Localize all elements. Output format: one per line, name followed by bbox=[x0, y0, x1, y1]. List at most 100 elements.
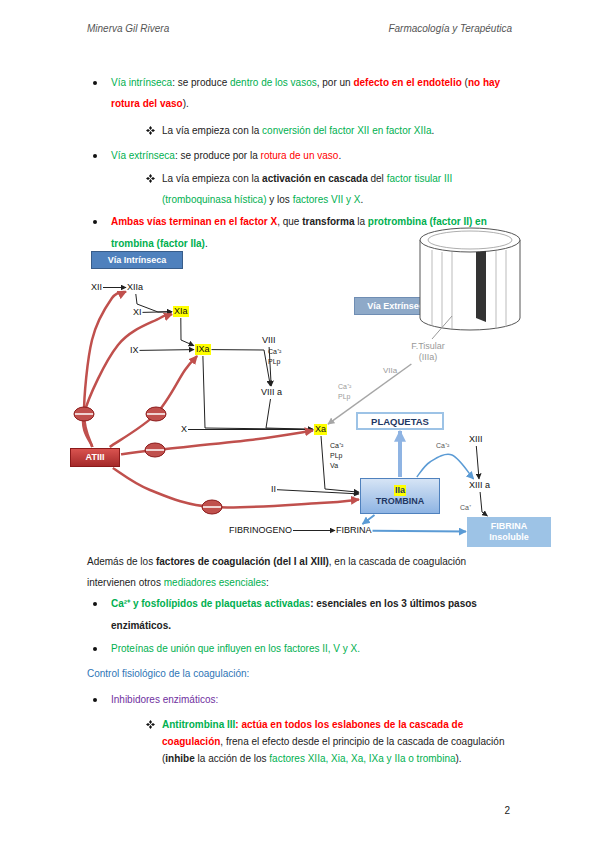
node-text: XIII bbox=[469, 434, 483, 445]
text-run: la bbox=[357, 216, 365, 227]
inhibitor-box: ATIII bbox=[70, 448, 120, 467]
text-run: Ca²⁺ y fosfolípidos de plaquetas activad… bbox=[111, 598, 310, 609]
active-factor: IXa bbox=[195, 344, 211, 355]
factor-label: XIIa bbox=[127, 282, 143, 293]
node-text: F.Tisular (IIIa) bbox=[406, 341, 450, 363]
text-run: la acción de los bbox=[198, 753, 267, 764]
text-run: factores XIIa, Xia, Xa, IXa y IIa o trom… bbox=[269, 753, 455, 764]
connector bbox=[363, 515, 375, 524]
text-paragraph: Vía extrínseca: se produce por larotura … bbox=[111, 145, 516, 166]
factor-label: XIII bbox=[469, 434, 483, 445]
inhibition-symbol bbox=[74, 407, 94, 421]
connector bbox=[398, 431, 402, 477]
text-run: dentro de los vasos bbox=[230, 77, 317, 88]
text-run: : se produce bbox=[172, 77, 227, 88]
text-run: Va bbox=[330, 462, 338, 469]
bullet-diamond bbox=[146, 126, 155, 135]
connector bbox=[181, 318, 194, 346]
bullet-diamond bbox=[146, 720, 155, 729]
connector bbox=[140, 349, 195, 351]
edge-label: Ca⁺² bbox=[436, 441, 449, 450]
text-paragraph: Vía intrínseca: se producedentro de los … bbox=[111, 72, 516, 114]
text-paragraph: Ca⁺² bbox=[330, 441, 360, 451]
text-run: , que bbox=[277, 216, 299, 227]
text-run: Vía extrínseca bbox=[111, 150, 175, 161]
vessel-wall bbox=[420, 240, 520, 330]
text-paragraph: PLp bbox=[330, 451, 360, 461]
text-run: ( bbox=[465, 77, 468, 88]
text-run: PLp bbox=[338, 393, 350, 400]
inhibition-bar bbox=[147, 413, 165, 415]
text-paragraph: Antitrombina III: actúa en todos los esl… bbox=[162, 716, 514, 767]
text-run: . bbox=[432, 125, 435, 136]
text-run: ). bbox=[456, 753, 462, 764]
node-text: ATIII bbox=[86, 452, 105, 463]
text-run: PLp bbox=[330, 452, 342, 459]
text-run: . bbox=[338, 150, 341, 161]
node-text: FIBRINA bbox=[336, 525, 372, 536]
text-paragraph: PLp bbox=[338, 392, 368, 402]
inhibition-bar bbox=[75, 413, 93, 415]
inhibition-symbol bbox=[202, 500, 222, 514]
connector bbox=[480, 492, 487, 516]
text-run: VIIa bbox=[383, 366, 397, 375]
text-run: Vía intrínseca bbox=[111, 77, 172, 88]
factor-label: XIII a bbox=[469, 480, 490, 491]
inhibition-symbol bbox=[146, 407, 166, 421]
node-text: XIa bbox=[174, 306, 188, 317]
inhibition-bar bbox=[203, 506, 221, 508]
inhibition-symbols bbox=[74, 407, 222, 514]
text-run: ). bbox=[183, 98, 189, 109]
text-run: Ca⁺² bbox=[338, 383, 351, 390]
factor-label: XII bbox=[91, 282, 102, 293]
node-text: XI bbox=[133, 307, 142, 318]
connector bbox=[110, 356, 197, 447]
connector bbox=[277, 490, 359, 494]
text-run: Ca⁺² bbox=[330, 442, 343, 449]
platelet-box: PLAQUETAS bbox=[356, 412, 444, 430]
text-run: conversión del factor XII en factor XIIa bbox=[262, 125, 432, 136]
text-run: Antitrombina III bbox=[162, 719, 235, 730]
node-text: FIBRINA Insoluble bbox=[479, 521, 539, 543]
bullet-dot bbox=[93, 154, 97, 158]
bullet-diamond-shape bbox=[146, 720, 155, 729]
text-run: y los bbox=[269, 194, 290, 205]
thrombin-box: IIaTROMBINA bbox=[360, 478, 440, 514]
bullet-dot bbox=[93, 602, 97, 606]
text-paragraph: Inhibidores enzimáticos: bbox=[111, 689, 516, 710]
inhibition-symbol bbox=[145, 443, 165, 457]
text-run: Minerva Gil Rivera bbox=[87, 23, 169, 34]
pathway-box: Vía Intrínseca bbox=[91, 251, 183, 269]
text-run: Ca⁺² bbox=[268, 348, 281, 355]
node-text: XII bbox=[91, 282, 102, 293]
factor-label: IX bbox=[130, 345, 139, 356]
vessel-hatch bbox=[506, 250, 507, 327]
text-run: activación en cascada bbox=[262, 173, 368, 184]
node-text: PLAQUETAS bbox=[371, 416, 429, 427]
bullet-dot bbox=[93, 220, 97, 224]
text-paragraph: Ca²⁺ y fosfolípidos de plaquetas activad… bbox=[111, 593, 516, 637]
text-run: Control fisiológico de la coagulación: bbox=[87, 668, 249, 679]
bullet-diamond-shape bbox=[146, 174, 155, 183]
node-text: FIBRINOGENO bbox=[229, 525, 292, 536]
text-paragraph: Minerva Gil Rivera bbox=[87, 22, 337, 36]
text-run: , por un bbox=[317, 77, 351, 88]
text-run: rotura de un vaso bbox=[261, 150, 339, 161]
connector bbox=[203, 356, 313, 429]
connector bbox=[293, 530, 335, 531]
text-run: 2 bbox=[504, 805, 510, 816]
text-paragraph: VIIa bbox=[383, 366, 413, 376]
active-factor: Xa bbox=[314, 424, 327, 435]
factor-label: F.Tisular (IIIa) bbox=[406, 341, 450, 363]
text-run: factores de coagulación (del I al XIII) bbox=[156, 556, 329, 567]
text-paragraph: Además de losfactores de coagulación (de… bbox=[87, 551, 517, 593]
text-paragraph: 2 bbox=[470, 805, 510, 817]
node-text: IXa bbox=[196, 344, 210, 355]
text-paragraph: La vía empieza con laconversión del fact… bbox=[162, 120, 512, 141]
factor-label: XI bbox=[133, 307, 142, 318]
connector bbox=[212, 350, 271, 386]
bullet-dot bbox=[93, 81, 97, 85]
node-text: II bbox=[271, 484, 276, 495]
text-paragraph: Ca⁺² bbox=[268, 347, 298, 357]
